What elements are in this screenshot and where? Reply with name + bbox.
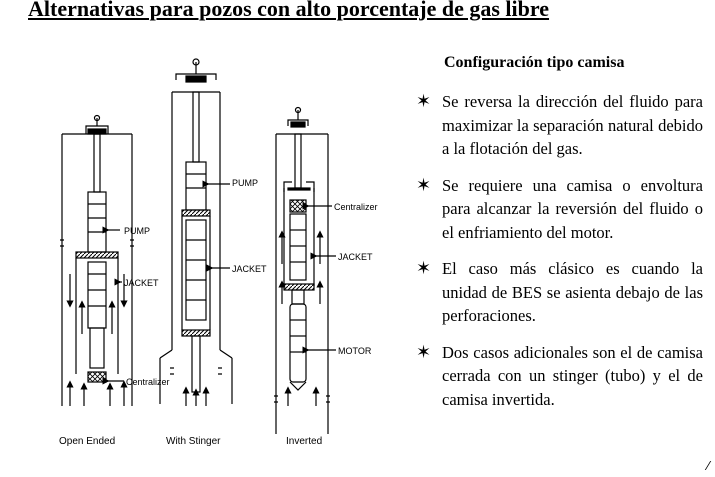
caption-inverted: Inverted [286, 436, 322, 447]
section-subtitle: Configuración tipo camisa [444, 54, 625, 71]
stinger-jacket-label: JACKET [232, 264, 267, 274]
inverted-motor-label: MOTOR [338, 346, 372, 356]
inverted-jacket-label: JACKET [338, 252, 373, 262]
list-item: ✶ Dos casos adicionales son el de camisa… [416, 341, 703, 412]
caption-open-ended: Open Ended [59, 436, 115, 447]
bullet-text: Se requiere una camisa o envoltura para … [442, 175, 703, 242]
open-ended-centralizer-label: Centralizer [126, 377, 170, 387]
open-ended-pump-label: PUMP [124, 226, 150, 236]
corner-mark-icon: ⁄ [706, 459, 709, 473]
inverted-diagram [274, 106, 336, 434]
bullet-text: El caso más clásico es cuando la unidad … [442, 259, 703, 325]
bullet-text: Se reversa la dirección del fluido para … [442, 92, 703, 158]
esp-configurations-diagram: PUMP JACKET Centralizer PUMP JACKET Cent… [59, 58, 378, 447]
star-bullet-icon: ✶ [416, 258, 432, 279]
star-bullet-icon: ✶ [416, 91, 432, 112]
inverted-centralizer-label: Centralizer [334, 202, 378, 212]
open-ended-diagram [60, 114, 134, 406]
slide-title: Alternativas para pozos con alto porcent… [28, 0, 550, 21]
list-item: ✶ El caso más clásico es cuando la unida… [416, 257, 703, 328]
bullet-list: ✶ Se reversa la dirección del fluido par… [416, 90, 703, 424]
list-item: ✶ Se requiere una camisa o envoltura par… [416, 174, 703, 245]
caption-with-stinger: With Stinger [166, 436, 221, 447]
bullet-text: Dos casos adicionales son el de camisa c… [442, 342, 703, 409]
star-bullet-icon: ✶ [416, 174, 432, 196]
star-bullet-icon: ✶ [416, 341, 432, 363]
stinger-pump-label: PUMP [232, 178, 258, 188]
with-stinger-diagram [159, 58, 233, 406]
open-ended-jacket-label: JACKET [124, 278, 159, 288]
list-item: ✶ Se reversa la dirección del fluido par… [416, 90, 703, 161]
